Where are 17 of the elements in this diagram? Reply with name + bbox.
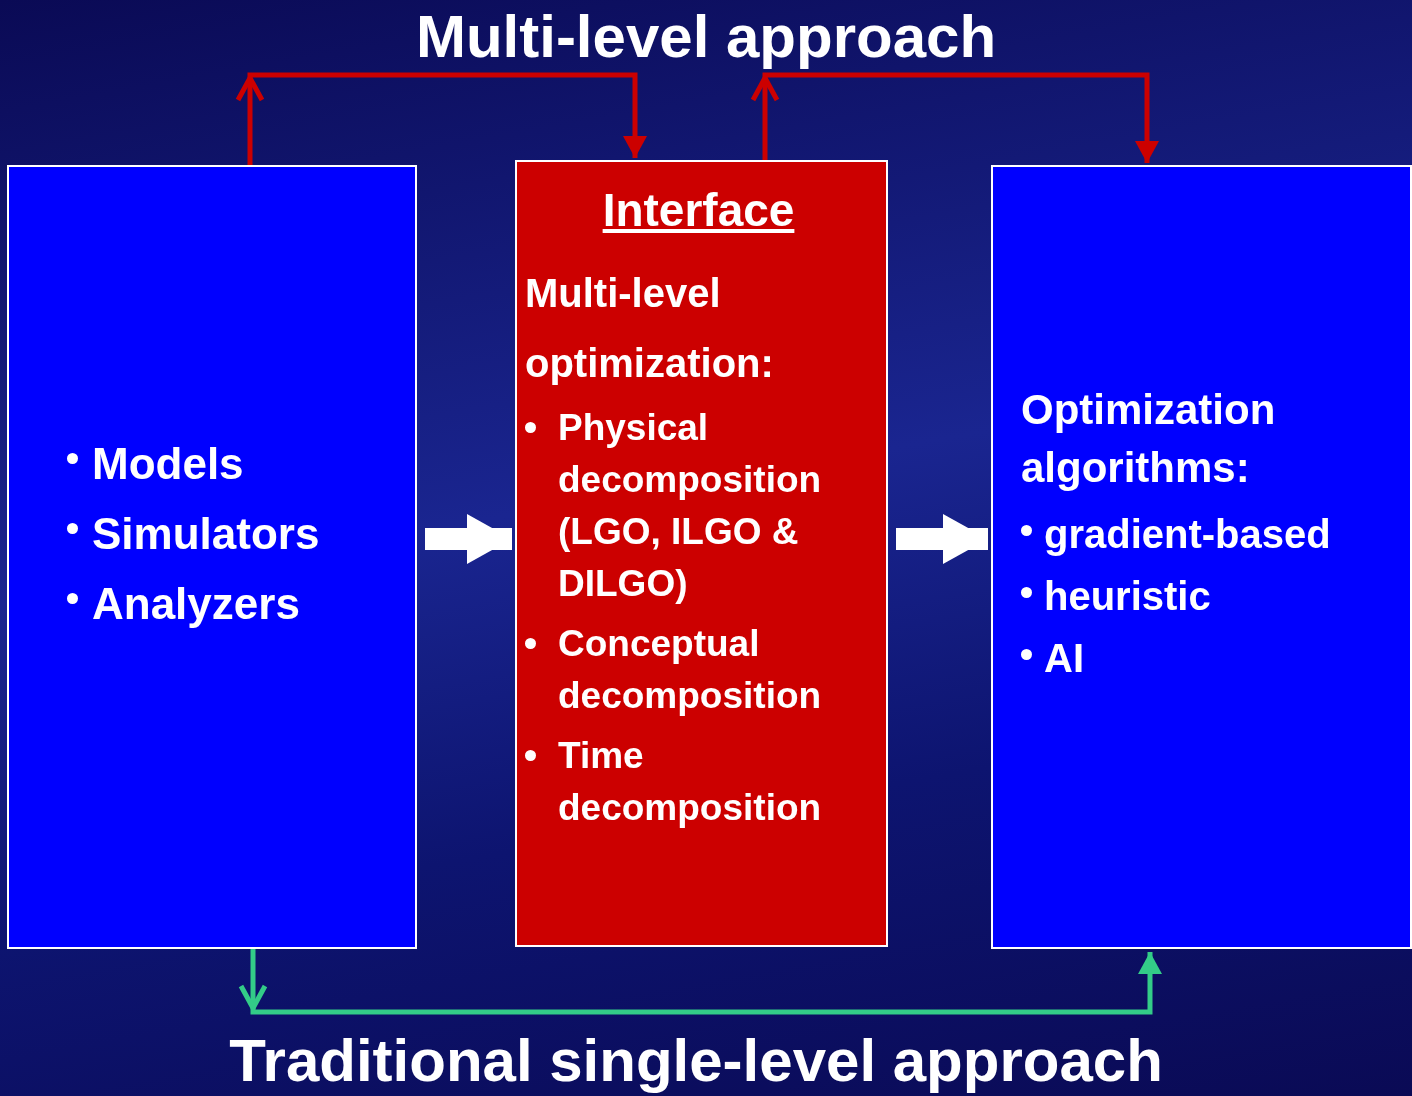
caption: Traditional single-level approach <box>229 1026 1163 1096</box>
bullet-text: heuristic <box>1044 573 1211 620</box>
bullet-text: AI <box>1044 635 1084 682</box>
heading: Multi-level optimization: <box>525 270 775 387</box>
heading: Optimization algorithms: <box>1021 385 1277 493</box>
content-box <box>7 165 417 949</box>
heading: Interface <box>602 183 795 238</box>
bullet-text: Time decomposition <box>558 734 823 830</box>
bullet-text: Simulators <box>92 508 320 560</box>
bullet-text: gradient-based <box>1044 511 1331 558</box>
bullet-text: Physical decomposition (LGO, ILGO & DILGO) <box>558 406 823 606</box>
content-box <box>515 160 888 947</box>
content-box <box>991 165 1412 949</box>
title: Multi-level approach <box>415 2 997 72</box>
bullet-text: Models <box>92 438 244 490</box>
bullet-text: Conceptual decomposition <box>558 622 823 718</box>
bullet-text: Analyzers <box>92 578 300 630</box>
